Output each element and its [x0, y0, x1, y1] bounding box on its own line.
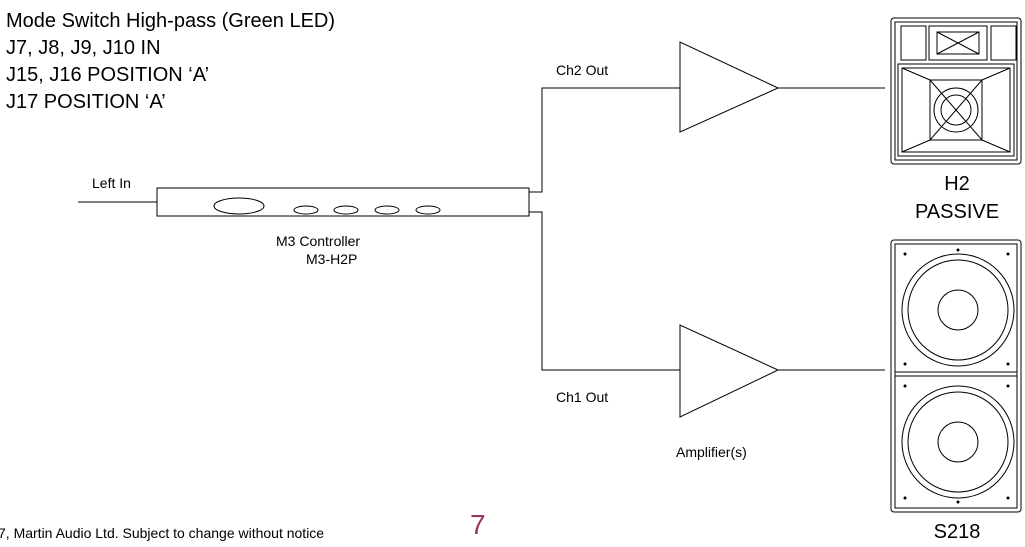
ch1-out-label: Ch1 Out [556, 389, 609, 405]
page-number: 7 [470, 509, 486, 540]
amplifier-ch2 [679, 41, 780, 133]
setup-note-jumpers-in: J7, J8, J9, J10 IN [6, 37, 161, 59]
controller-unit [156, 187, 530, 217]
setup-note-j15-j16: J15, J16 POSITION ‘A’ [6, 64, 210, 86]
controller-name: M3 Controller [276, 233, 361, 249]
setup-note-j17: J17 POSITION ‘A’ [6, 91, 166, 113]
ch2-line [529, 87, 680, 193]
ch2-out-label: Ch2 Out [556, 62, 609, 78]
setup-notes: Mode Switch High-pass (Green LED) J7, J8… [6, 8, 335, 116]
amplifier-label: Amplifier(s) [676, 444, 747, 460]
h2-type-label: PASSIVE [914, 201, 1000, 223]
footer-copyright: 7, Martin Audio Ltd. Subject to change w… [0, 525, 325, 541]
input-label: Left In [92, 175, 131, 191]
amplifier-ch1 [679, 324, 780, 418]
h2-model-label: H2 [944, 173, 970, 195]
setup-note-mode-switch: Mode Switch High-pass (Green LED) [6, 10, 336, 32]
controller-model: M3-H2P [306, 251, 358, 267]
ch1-line [529, 211, 680, 371]
s218-speaker-drawing [890, 239, 1022, 513]
s218-model-label: S218 [933, 521, 981, 543]
h2-speaker-drawing [890, 17, 1022, 165]
